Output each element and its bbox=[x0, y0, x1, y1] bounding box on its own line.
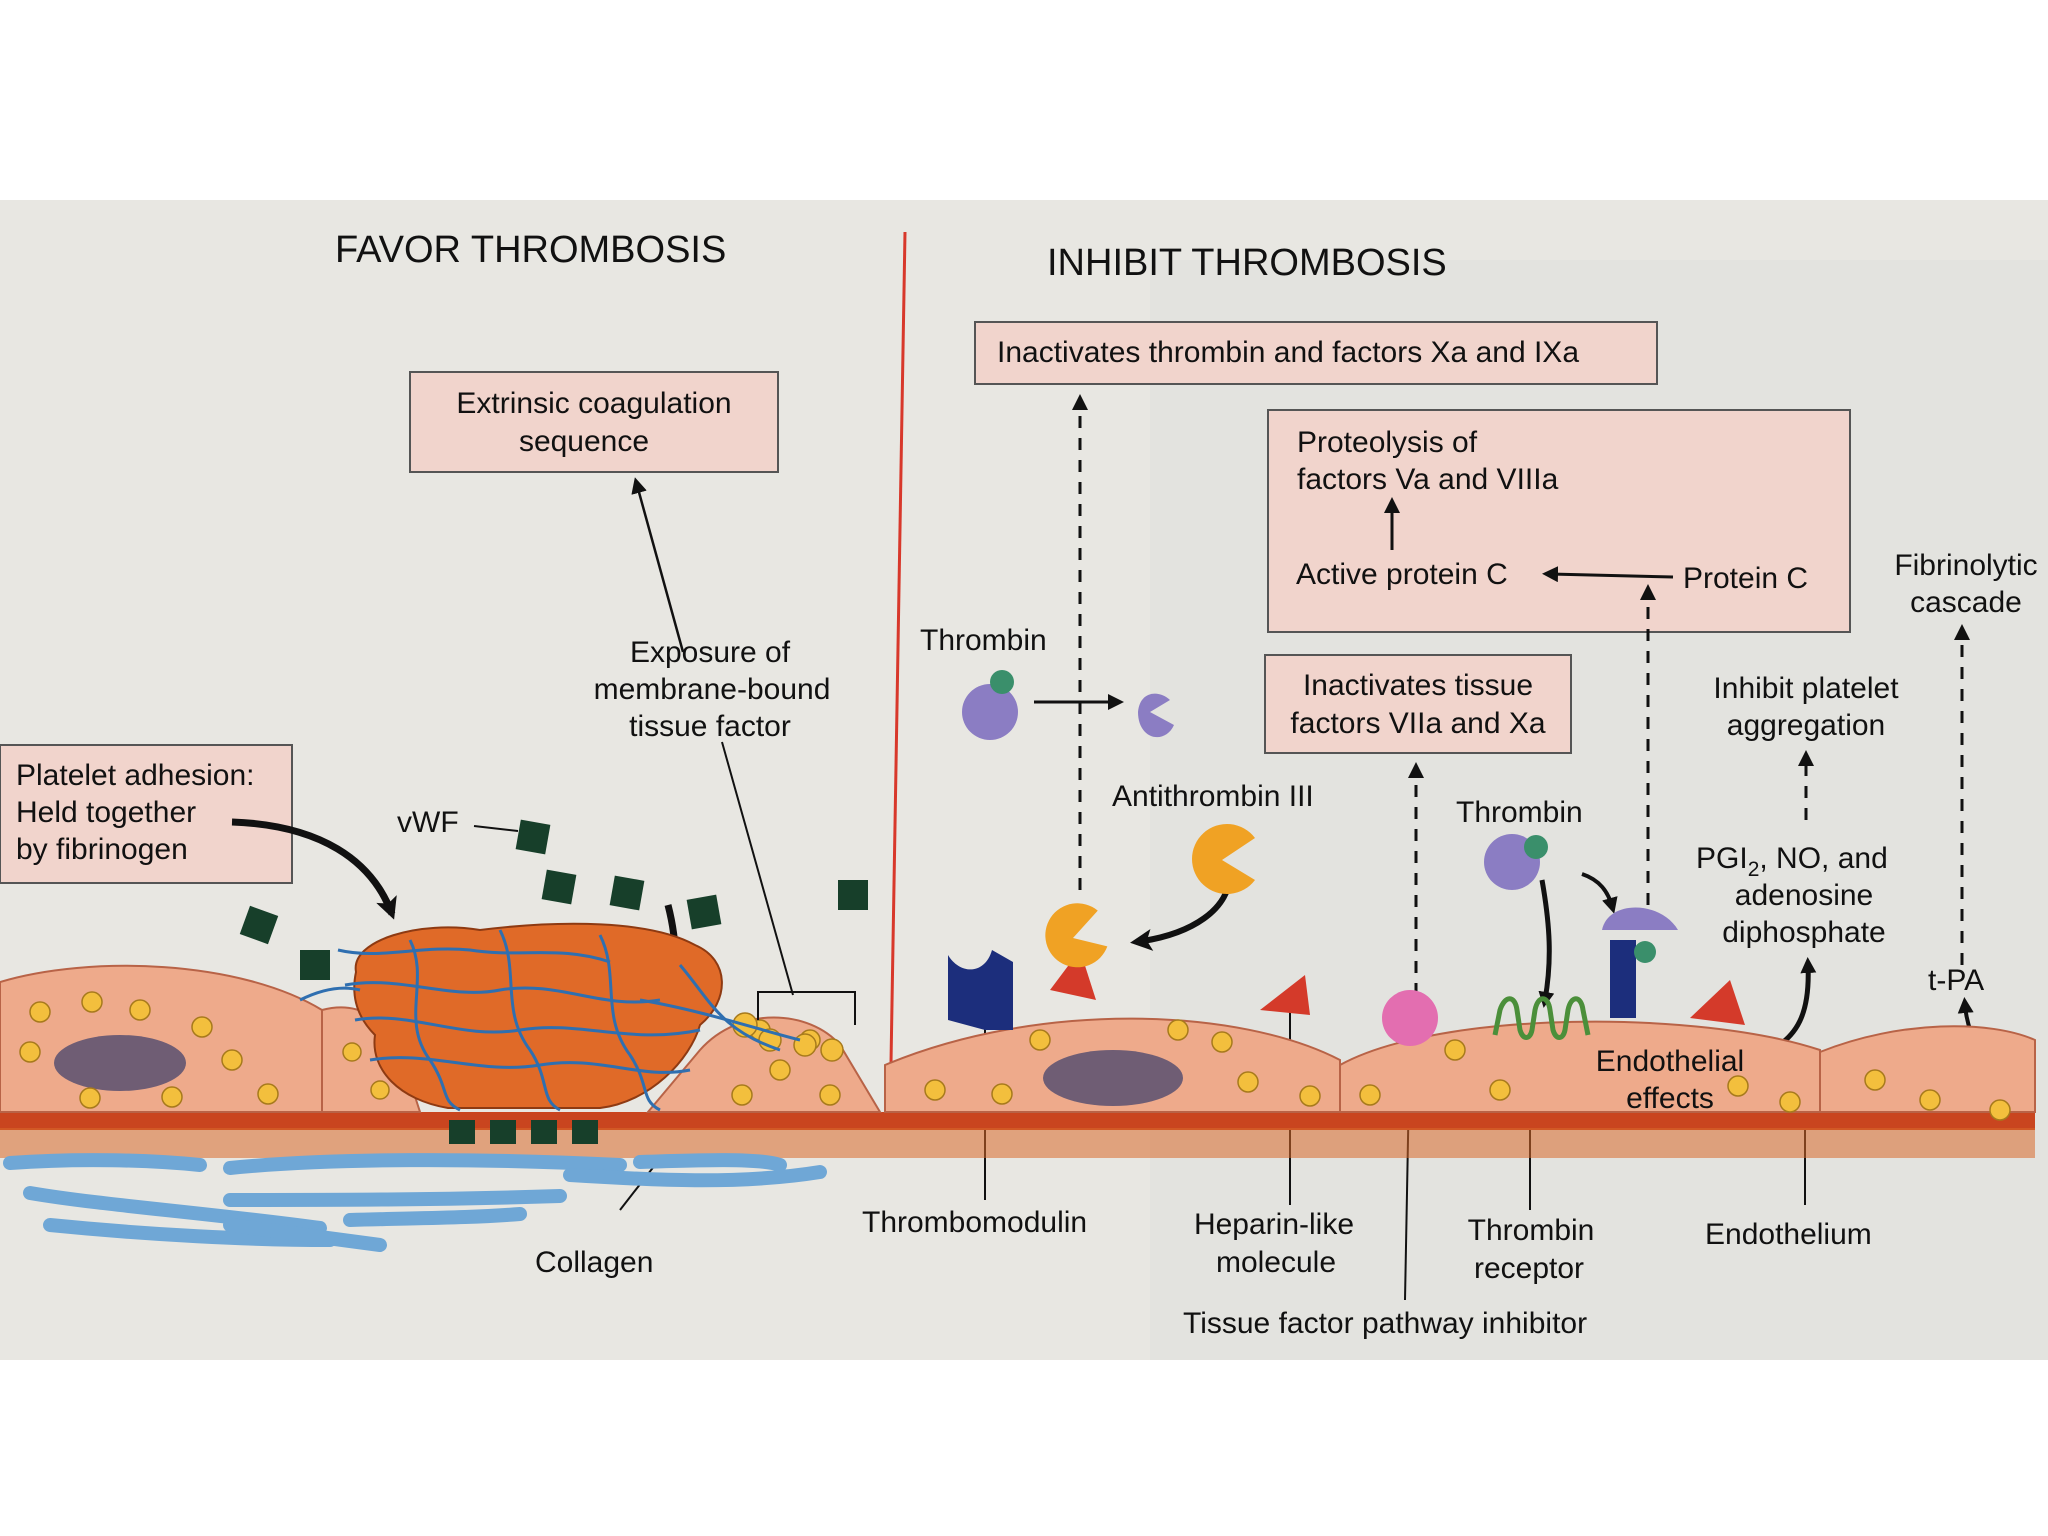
collagen-fibers bbox=[3, 1153, 827, 1252]
inhibit-platelet-line-1: Inhibit platelet bbox=[1713, 672, 1899, 705]
divider-line bbox=[888, 231, 907, 1123]
inactivates-tissue-line-1: Inactivates tissue bbox=[1303, 669, 1533, 702]
exposure-line-3: tissue factor bbox=[629, 710, 791, 743]
platelet-adhesion-box: Platelet adhesion: Held together by fibr… bbox=[0, 744, 293, 884]
protein-c-box: Proteolysis of factors Va and VIIIa Acti… bbox=[1267, 409, 1851, 633]
favor-heading: FAVOR THROMBOSIS bbox=[335, 229, 726, 271]
active-protein-c-label: Active protein C bbox=[1296, 558, 1508, 591]
inactivates-thrombin-text: Inactivates thrombin and factors Xa and … bbox=[997, 336, 1579, 369]
heparin-line-2: molecule bbox=[1216, 1246, 1336, 1279]
platelet-adhesion-line-2: Held together bbox=[16, 796, 196, 829]
thrombin-receptor-coil bbox=[1492, 996, 1591, 1040]
extrinsic-box: Extrinsic coagulation sequence bbox=[409, 371, 779, 473]
pgi2-main: PGI bbox=[1696, 842, 1748, 875]
thrombin-right-label: Thrombin bbox=[1456, 796, 1583, 829]
exposure-line-2: membrane-bound bbox=[594, 673, 831, 706]
collagen-label: Collagen bbox=[535, 1246, 653, 1279]
thrombin-receptor-blue bbox=[1610, 940, 1636, 1018]
proteolysis-line-2: factors Va and VIIIa bbox=[1297, 463, 1559, 496]
vwf-label: vWF bbox=[397, 806, 459, 839]
pgi2-rest: , NO, and bbox=[1759, 842, 1887, 875]
inactivates-tissue-line-2: factors VIIa and Xa bbox=[1290, 707, 1545, 740]
thrombin-left-label: Thrombin bbox=[920, 624, 1047, 657]
thrombin-receptor-line-1: Thrombin bbox=[1468, 1214, 1595, 1247]
thrombomodulin-label: Thrombomodulin bbox=[862, 1206, 1087, 1239]
inhibit-platelet-line-2: aggregation bbox=[1727, 709, 1885, 742]
thrombin-molecules bbox=[962, 670, 1678, 963]
protein-c-label: Protein C bbox=[1683, 562, 1808, 595]
pgi2-subscript: 2 bbox=[1748, 858, 1760, 881]
endothelial-effects-line-2: effects bbox=[1626, 1082, 1714, 1115]
fibrinolytic-line-2: cascade bbox=[1910, 586, 2022, 619]
pgi2-line-3: diphosphate bbox=[1722, 916, 1885, 949]
thrombin-receptor-line-2: receptor bbox=[1474, 1252, 1584, 1285]
platelet-clot bbox=[299, 922, 801, 1112]
extrinsic-line-2: sequence bbox=[519, 425, 649, 458]
pgi2-line-1: PGI2, NO, and bbox=[1696, 842, 1888, 881]
endothelial-effects-line-1: Endothelial bbox=[1596, 1045, 1744, 1078]
exposure-line-1: Exposure of bbox=[630, 636, 791, 669]
inactivates-thrombin-box: Inactivates thrombin and factors Xa and … bbox=[974, 321, 1658, 385]
heparin-line-1: Heparin-like bbox=[1194, 1208, 1354, 1241]
tpa-label: t-PA bbox=[1928, 964, 1984, 997]
antithrombin-label: Antithrombin III bbox=[1112, 780, 1314, 813]
tfpi-molecule bbox=[1382, 990, 1438, 1046]
vwf-squares bbox=[239, 819, 868, 1144]
extrinsic-line-1: Extrinsic coagulation bbox=[456, 387, 731, 420]
endothelium-label: Endothelium bbox=[1705, 1218, 1872, 1251]
tissue-factor-bracket bbox=[757, 991, 856, 1025]
heparin-triangles bbox=[1050, 950, 1745, 1025]
antithrombin-molecules bbox=[1045, 824, 1255, 968]
platelet-adhesion-line-1: Platelet adhesion: bbox=[16, 759, 255, 792]
thrombomodulin-receptor bbox=[948, 950, 1013, 1030]
inhibit-heading: INHIBIT THROMBOSIS bbox=[1047, 242, 1447, 284]
inactivates-tissue-box: Inactivates tissue factors VIIa and Xa bbox=[1264, 654, 1572, 754]
tfpi-label: Tissue factor pathway inhibitor bbox=[1183, 1307, 1587, 1340]
fibrinolytic-line-1: Fibrinolytic bbox=[1894, 549, 2037, 582]
platelet-adhesion-line-3: by fibrinogen bbox=[16, 833, 188, 866]
proteolysis-line-1: Proteolysis of bbox=[1297, 426, 1478, 459]
pgi2-line-2: adenosine bbox=[1735, 879, 1873, 912]
endothelium-layer bbox=[0, 964, 2036, 1158]
